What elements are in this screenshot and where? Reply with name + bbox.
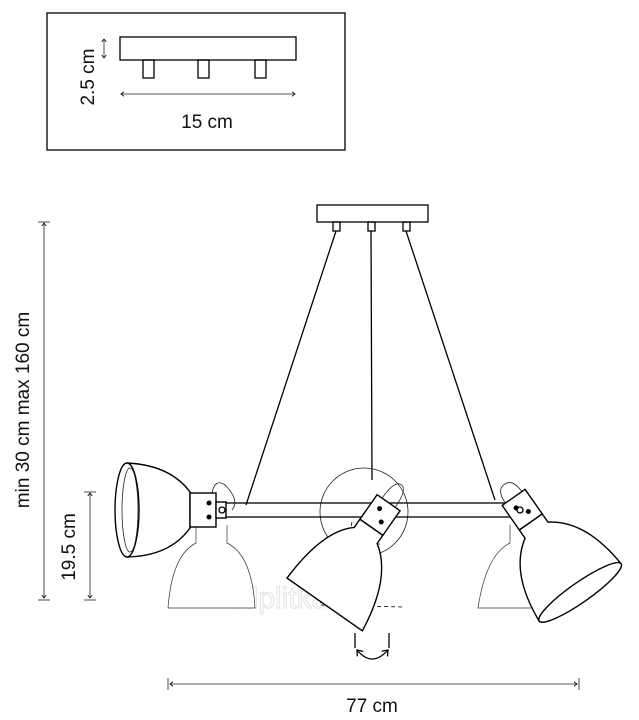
rotation-arrow-icon <box>354 633 390 660</box>
inset-frame <box>46 12 346 151</box>
lamp-shade-right <box>500 482 623 623</box>
overall-width-label: 77 cm <box>346 696 398 717</box>
inset-width-label: 15 cm <box>181 112 233 133</box>
lamp-shade-left <box>114 462 236 558</box>
ceiling-canopy <box>316 204 429 232</box>
overall-height-label: min 30 cm max 160 cm <box>13 312 34 508</box>
canopy-peg <box>254 59 267 79</box>
canopy-inset: 2.5 cm 15 cm <box>46 12 346 151</box>
canopy-plate <box>119 36 297 61</box>
inset-height-label: 2.5 cm <box>78 48 99 105</box>
lamp-shade-center <box>286 483 404 632</box>
shade-height-label: 19.5 cm <box>59 513 80 581</box>
ghost-shade-left <box>167 525 256 609</box>
canopy-peg <box>197 59 210 79</box>
suspension-wires <box>245 230 496 506</box>
canopy-peg <box>142 59 155 79</box>
